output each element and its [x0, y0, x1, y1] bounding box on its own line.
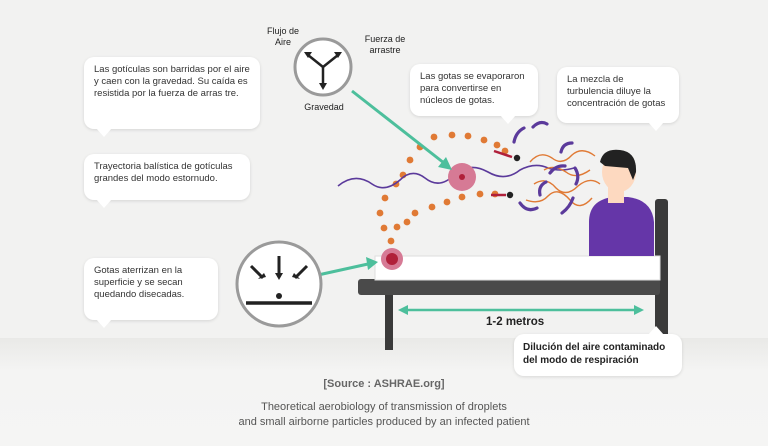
turbulence-arrows	[512, 120, 580, 215]
caption-line-1: Theoretical aerobiology of transmission …	[261, 401, 507, 413]
evaporation-bubble-tail	[500, 115, 516, 124]
landing-text: Gotas aterrizan en la superficie y se se…	[94, 265, 185, 300]
bed	[358, 199, 668, 350]
dilution-bubble: Dilución del aire contaminado del modo d…	[514, 334, 682, 376]
force-diagram	[293, 37, 353, 97]
caption-line-2: and small airborne particles produced by…	[238, 416, 530, 428]
evaporation-bubble: Las gotas se evaporaron para convertirse…	[410, 64, 538, 116]
suspended-droplet-core	[459, 174, 465, 180]
dilution-text: Dilución del aire contaminado del modo d…	[523, 342, 666, 366]
turbulence-squiggles	[525, 150, 601, 207]
gravity-label: Gravedad	[304, 102, 344, 112]
evaporation-text: Las gotas se evaporaron para convertirse…	[420, 71, 525, 106]
landing-bubble-tail	[96, 319, 112, 328]
ballistic-bubble-tail	[96, 199, 112, 208]
source-label: [Source : ASHRAE.org]	[323, 378, 445, 390]
distance-label: 1-2 metros	[486, 316, 545, 328]
pointer-lines	[317, 89, 452, 277]
ballistic-trajectory-text: Trayectoria balística de gotículas grand…	[94, 161, 233, 184]
droplet-trajectories	[376, 131, 509, 245]
airflow-label: Flujo de Aire	[266, 26, 300, 47]
turbulence-bubble: La mezcla de turbulencia diluye la conce…	[557, 67, 679, 123]
caption: Theoretical aerobiology of transmission …	[0, 400, 768, 430]
evaporation-arrows	[491, 149, 521, 199]
turbulence-text: La mezcla de turbulencia diluye la conce…	[567, 74, 666, 109]
swept-droplets-text: Las gotículas son barridas por el aire y…	[94, 64, 250, 99]
landed-droplet	[386, 253, 398, 265]
drag-label: Fuerza de arrastre	[364, 34, 406, 55]
dilution-bubble-tail	[648, 326, 664, 335]
surface-diagram	[235, 240, 323, 328]
ballistic-trajectory-bubble: Trayectoria balística de gotículas grand…	[84, 154, 250, 200]
turbulence-bubble-tail	[648, 122, 664, 131]
landing-bubble: Gotas aterrizan en la superficie y se se…	[84, 258, 218, 320]
patient	[589, 149, 654, 256]
swept-droplets-bubble: Las gotículas son barridas por el aire y…	[84, 57, 260, 129]
distance-marker	[398, 305, 644, 315]
swept-bubble-tail	[96, 128, 112, 137]
